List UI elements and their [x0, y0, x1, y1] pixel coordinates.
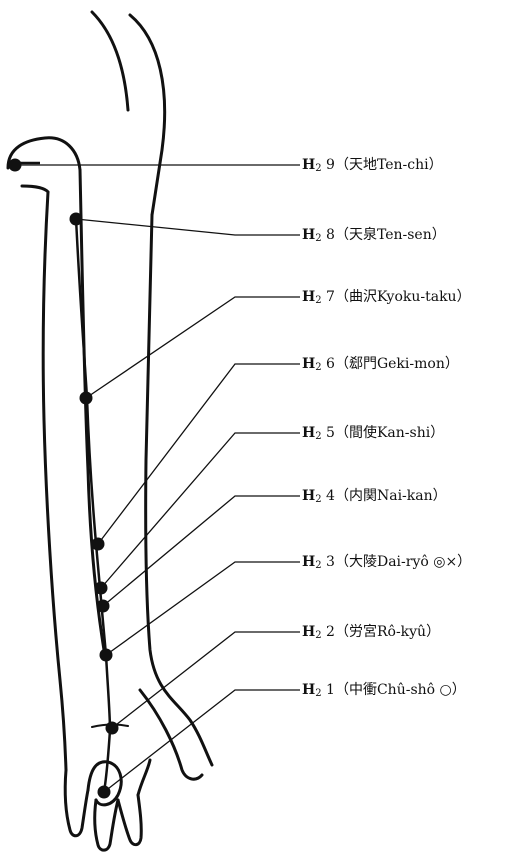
meridian-subscript: 2 — [315, 362, 321, 373]
point-number: 3 — [322, 554, 335, 570]
acupoint-dot-7 — [80, 392, 93, 405]
meridian-code: H — [302, 227, 315, 243]
point-name: （中衝Chû-shô ○） — [335, 682, 466, 698]
meridian-subscript: 2 — [315, 233, 321, 244]
acupoint-dot-4 — [97, 600, 110, 613]
point-number: 7 — [322, 289, 335, 305]
acupoint-dot-1 — [98, 786, 111, 799]
point-name: （労宮Rô-kyû） — [335, 624, 440, 640]
acupoint-dot-5 — [95, 582, 108, 595]
meridian-code: H — [302, 488, 315, 504]
point-number: 9 — [322, 157, 335, 173]
leader-line-7 — [86, 297, 300, 398]
point-label-h2-2: H2 2（労宮Rô-kyû） — [302, 623, 440, 643]
acupoint-dot-6 — [92, 538, 105, 551]
acupoint-dot-9 — [9, 159, 22, 172]
meridian-code: H — [302, 682, 315, 698]
point-label-h2-4: H2 4（内関Nai-kan） — [302, 487, 447, 507]
acupoint-dot-3 — [100, 649, 113, 662]
point-number: 8 — [322, 227, 335, 243]
point-number: 2 — [322, 624, 335, 640]
point-number: 6 — [322, 356, 335, 372]
meridian-subscript: 2 — [315, 630, 321, 641]
point-label-h2-6: H2 6（郄門Geki-mon） — [302, 355, 459, 375]
leader-line-5 — [101, 433, 300, 588]
point-label-h2-7: H2 7（曲沢Kyoku-taku） — [302, 288, 471, 308]
acupoint-dot-8 — [70, 213, 83, 226]
meridian-subscript: 2 — [315, 560, 321, 571]
point-number: 4 — [322, 488, 335, 504]
meridian-code: H — [302, 624, 315, 640]
point-name: （曲沢Kyoku-taku） — [335, 289, 471, 305]
acupoint-dot-2 — [106, 722, 119, 735]
point-label-h2-8: H2 8（天泉Ten-sen） — [302, 226, 446, 246]
leader-line-8 — [76, 219, 300, 235]
point-number: 5 — [322, 425, 335, 441]
point-label-h2-1: H2 1（中衝Chû-shô ○） — [302, 681, 466, 701]
leader-lines — [15, 165, 300, 792]
meridian-subscript: 2 — [315, 295, 321, 306]
meridian-code: H — [302, 356, 315, 372]
point-label-h2-9: H2 9（天地Ten-chi） — [302, 156, 443, 176]
point-name: （天地Ten-chi） — [335, 157, 443, 173]
point-name: （大陵Dai-ryô ◎×） — [335, 554, 471, 570]
meridian-code: H — [302, 554, 315, 570]
meridian-code: H — [302, 425, 315, 441]
point-name: （天泉Ten-sen） — [335, 227, 446, 243]
meridian-code: H — [302, 157, 315, 173]
leader-line-3 — [106, 562, 300, 655]
point-label-h2-3: H2 3（大陵Dai-ryô ◎×） — [302, 553, 471, 573]
meridian-subscript: 2 — [315, 494, 321, 505]
meridian-subscript: 2 — [315, 431, 321, 442]
meridian-subscript: 2 — [315, 688, 321, 699]
point-label-h2-5: H2 5（間使Kan-shi） — [302, 424, 444, 444]
leader-line-6 — [98, 364, 300, 544]
leader-line-2 — [112, 632, 300, 728]
point-number: 1 — [322, 682, 335, 698]
meridian-subscript: 2 — [315, 163, 321, 174]
point-name: （間使Kan-shi） — [335, 425, 444, 441]
point-name: （郄門Geki-mon） — [335, 356, 459, 372]
point-name: （内関Nai-kan） — [335, 488, 447, 504]
meridian-code: H — [302, 289, 315, 305]
